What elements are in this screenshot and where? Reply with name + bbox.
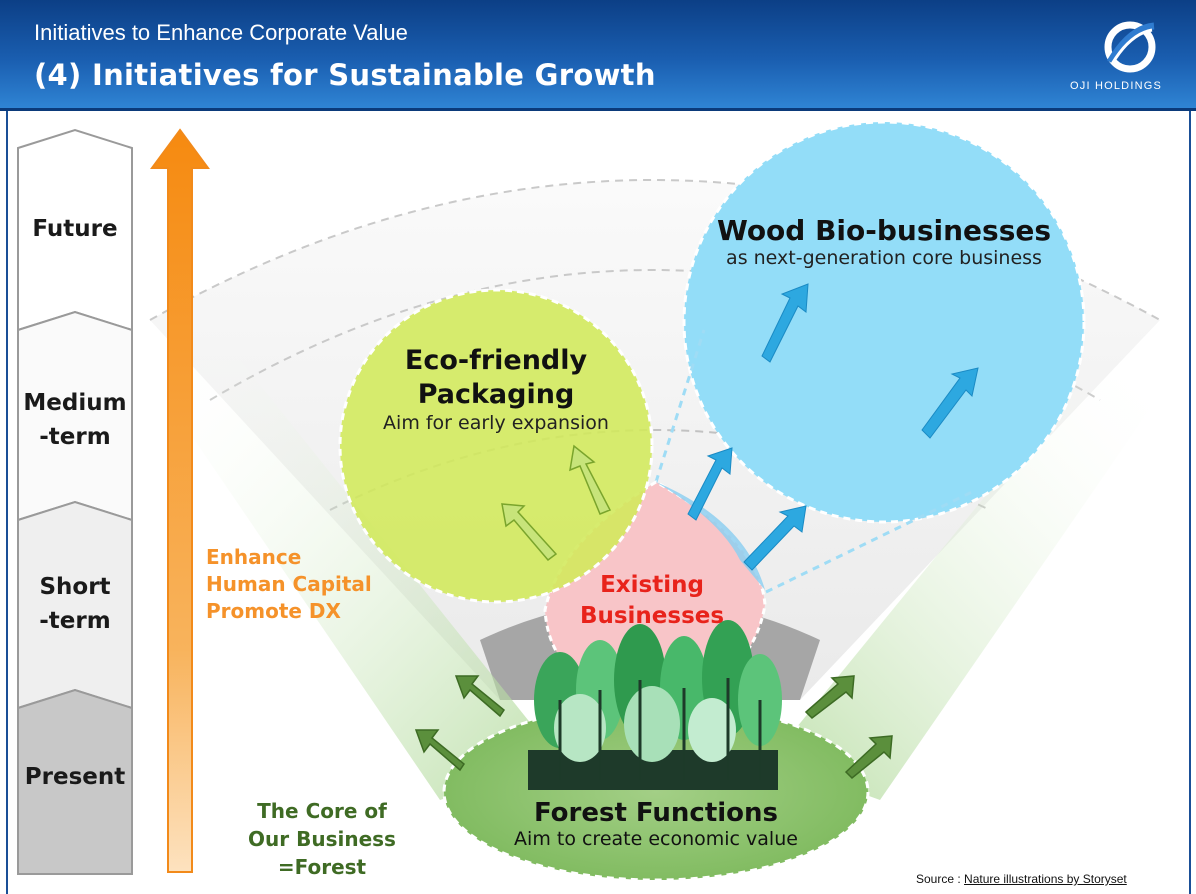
frame-right: [1189, 111, 1191, 894]
orange-growth-arrow: [150, 128, 210, 873]
header-subtitle: Initiatives to Enhance Corporate Value: [34, 20, 408, 45]
right-green-beam: [770, 380, 1170, 800]
logo-text: OJI HOLDINGS: [1070, 80, 1163, 92]
eco-packaging-circle: [338, 288, 654, 604]
wood-bio-title: Wood Bio-businesses: [716, 214, 1052, 247]
eco-title-line-1: Eco-friendly: [404, 345, 588, 376]
wood-bio-subtitle: as next-generation core business: [726, 247, 1042, 269]
forest-functions-label: Forest Functions Aim to create economic …: [466, 798, 846, 850]
core-text-line-2: Our Business: [248, 827, 396, 851]
existing-title-line-1: Existing: [600, 572, 704, 598]
timeline: [17, 128, 133, 875]
arrow-text-line-1: Enhance: [206, 545, 302, 569]
connector-left: [654, 329, 706, 483]
existing-title-line-2: Businesses: [579, 603, 725, 629]
forest-trees-icon: [528, 620, 782, 790]
stage-block-present: [17, 688, 133, 875]
arrow-text-line-2: Human Capital: [206, 572, 372, 596]
source-credit: Source : Nature illustrations by Storyse…: [916, 872, 1127, 886]
enhance-human-capital-text: Enhance Human Capital Promote DX: [206, 544, 372, 625]
eco-packaging-label: Eco-friendly Packaging Aim for early exp…: [346, 344, 646, 434]
core-text-line-1: The Core of: [257, 799, 387, 823]
blue-arrows: [687, 283, 979, 571]
stage-label-present: Present: [24, 764, 126, 790]
frame-left: [6, 111, 8, 894]
left-green-beam: [140, 360, 560, 800]
page-title: (4) Initiatives for Sustainable Growth: [34, 58, 656, 92]
header-banner: Initiatives to Enhance Corporate Value (…: [0, 0, 1196, 108]
wood-bio-circle: [682, 120, 1086, 524]
forest-arrows: [414, 675, 893, 780]
forest-subtitle: Aim to create economic value: [514, 828, 798, 850]
stage-label-short-term: Short -term: [39, 574, 111, 634]
source-prefix: Source :: [916, 872, 965, 886]
core-text-line-3: =Forest: [277, 855, 367, 879]
arrow-text-line-3: Promote DX: [206, 599, 341, 623]
eco-subtitle: Aim for early expansion: [383, 412, 609, 434]
forest-title: Forest Functions: [533, 798, 779, 828]
stage-label-medium-term: Medium -term: [23, 390, 127, 450]
header-divider: [0, 108, 1196, 111]
green-arrows: [501, 444, 612, 562]
source-link[interactable]: Nature illustrations by Storyset: [964, 872, 1127, 886]
core-business-text: The Core of Our Business =Forest: [224, 797, 420, 881]
stage-label-future: Future: [32, 216, 118, 242]
wood-bio-label: Wood Bio-businesses as next-generation c…: [684, 214, 1084, 269]
eco-title-line-2: Packaging: [417, 379, 575, 410]
oji-logo-icon: [1104, 21, 1156, 73]
existing-businesses-label: Existing Businesses: [552, 570, 752, 632]
